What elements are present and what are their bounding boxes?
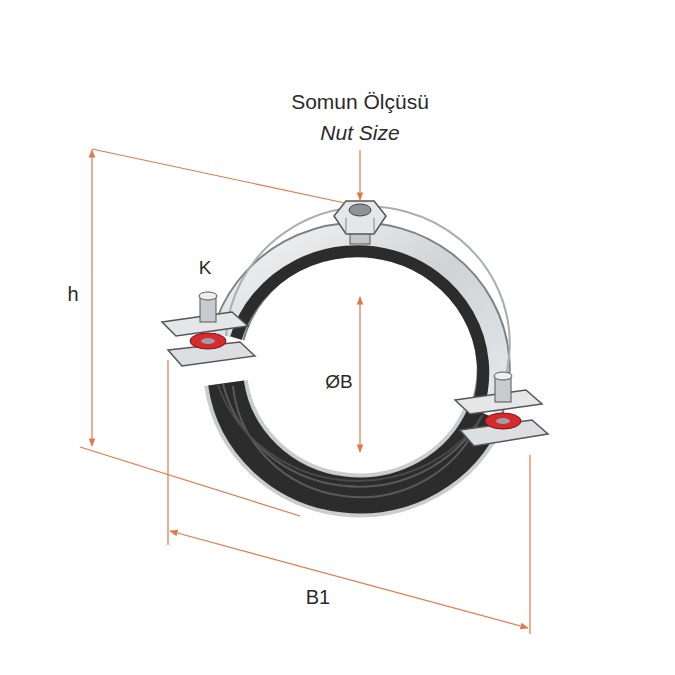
nut-facet (374, 218, 375, 234)
dimension-diameter (359, 297, 360, 452)
upper-strap (226, 207, 510, 410)
left-lug (162, 292, 255, 366)
dimension-label: h (64, 282, 81, 306)
bolt-head (199, 292, 217, 300)
strap-edge (228, 239, 494, 409)
dimension-label: K (196, 257, 215, 280)
bolt-head (494, 372, 512, 380)
nut-hole (349, 204, 371, 216)
dimension-b1 (170, 531, 528, 628)
strap-metal (228, 239, 494, 409)
washer-hole (496, 418, 510, 424)
extension-line (529, 455, 530, 634)
dimension-label: B1 (303, 585, 333, 609)
red-washer (190, 333, 226, 349)
red-washer (485, 413, 521, 429)
washer-hole (201, 338, 215, 344)
hex-nut (334, 201, 386, 244)
rubber-rib (223, 384, 482, 487)
rubber-rib (218, 385, 483, 481)
extension-line (92, 149, 345, 203)
part-label: Somun Ölçüsü (288, 89, 432, 114)
dimension-label: ØB (322, 371, 355, 394)
right-lug (455, 372, 548, 446)
nut-facet (346, 218, 347, 234)
nut-body (334, 201, 386, 234)
leader-line (359, 150, 360, 200)
strap-rib (226, 207, 510, 410)
lower-strap (218, 383, 485, 497)
dimension-h (91, 150, 92, 446)
dimension-lines (80, 149, 530, 634)
extension-line (80, 447, 300, 516)
rubber-liner (226, 383, 485, 495)
extension-line (167, 360, 168, 545)
strap-metal (226, 383, 485, 495)
part-label: Nut Size (317, 120, 402, 145)
